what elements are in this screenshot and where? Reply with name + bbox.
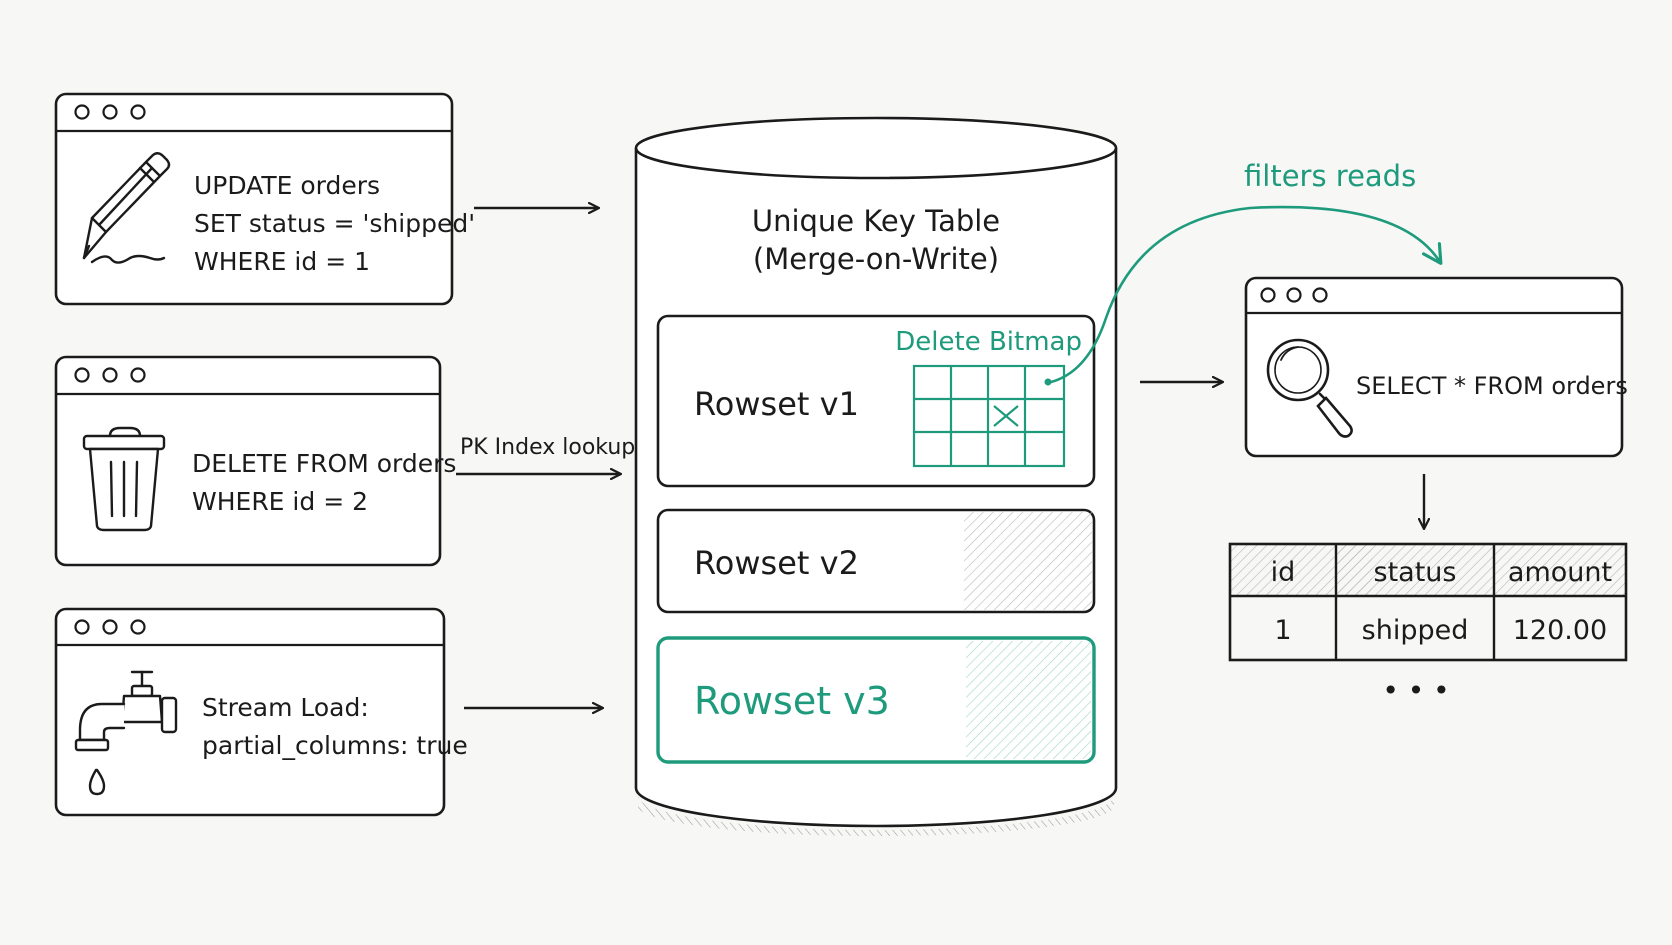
table-cell-status: shipped (1362, 615, 1469, 646)
delete-bitmap-grid (912, 364, 1066, 468)
window-dot (1260, 287, 1276, 303)
rowset-v1-label: Rowset v1 (694, 385, 859, 423)
rowset-v2[interactable]: Rowset v2 (656, 508, 1096, 614)
update-line-3: WHERE id = 1 (194, 247, 370, 276)
column-header-id: id (1271, 557, 1296, 588)
faucet-icon (74, 670, 178, 796)
trash-can-icon (82, 426, 166, 532)
unique-key-table-cylinder: Unique Key Table (Merge-on-Write) Rowset… (634, 116, 1118, 836)
window-dot (74, 619, 90, 635)
select-query-window[interactable]: SELECT * FROM orders (1244, 276, 1628, 458)
select-query-text: SELECT * FROM orders (1356, 372, 1628, 400)
cylinder-bottom-shading (638, 796, 1114, 836)
delete-bitmap-label: Delete Bitmap (895, 327, 1082, 357)
window-dot (74, 367, 90, 383)
window-dot (130, 104, 146, 120)
more-rows-ellipsis: • • • (1382, 674, 1449, 707)
pencil-icon (82, 152, 171, 264)
table-cell-amount: 120.00 (1513, 615, 1607, 646)
rowset-v3-label: Rowset v3 (694, 679, 890, 723)
window-dot (102, 619, 118, 635)
rowset-v2-shading (964, 512, 1092, 610)
window-dot (1312, 287, 1328, 303)
delete-line-2: WHERE id = 2 (192, 487, 368, 516)
window-dot (130, 619, 146, 635)
window-dot (102, 367, 118, 383)
delete-line-1: DELETE FROM orders (192, 449, 456, 478)
magnifier-icon (1266, 338, 1353, 438)
window-dot (102, 104, 118, 120)
window-dot (130, 367, 146, 383)
cylinder-top (634, 116, 1118, 180)
rowset-v3[interactable]: Rowset v3 (656, 636, 1096, 764)
table-title-line-1: Unique Key Table (752, 204, 1000, 238)
filters-reads-label: filters reads (1244, 159, 1416, 193)
header-shading (1336, 544, 1494, 596)
window-dot (1286, 287, 1302, 303)
stream-line-1: Stream Load: (202, 693, 369, 722)
rowset-v2-label: Rowset v2 (694, 544, 859, 582)
column-header-status: status (1374, 557, 1457, 588)
rowset-v3-shading (966, 641, 1091, 759)
rowset-v1[interactable]: Rowset v1 Delete Bitmap (656, 314, 1096, 488)
filters-reads-arrow (1049, 205, 1443, 384)
update-line-2: SET status = 'shipped' (194, 209, 475, 238)
update-window[interactable]: UPDATE orders SET status = 'shipped' WHE… (54, 92, 475, 306)
pk-lookup-label: PK Index lookup (460, 435, 635, 460)
stream-load-window[interactable]: Stream Load: partial_columns: true (54, 607, 468, 817)
bitmap-dot (1044, 378, 1052, 386)
stream-line-2: partial_columns: true (202, 731, 468, 760)
column-header-amount: amount (1508, 557, 1612, 588)
window-dot (74, 104, 90, 120)
table-cell-id: 1 (1274, 615, 1291, 646)
table-title-line-2: (Merge-on-Write) (753, 242, 999, 276)
result-table: id status amount 1 shipped 120.00 • • • (1228, 542, 1628, 707)
delete-window[interactable]: DELETE FROM orders WHERE id = 2 (54, 355, 456, 567)
header-shading (1494, 544, 1626, 596)
update-line-1: UPDATE orders (194, 171, 380, 200)
